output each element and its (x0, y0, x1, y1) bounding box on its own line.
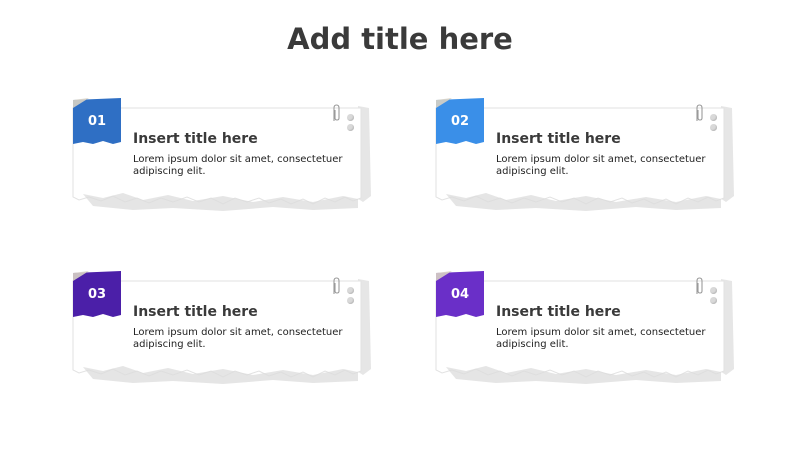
number-tab: 01 (73, 98, 123, 144)
card-number: 03 (87, 287, 107, 302)
card-text: Lorem ipsum dolor sit amet, consectetuer… (496, 154, 706, 177)
card-title: Insert title here (133, 131, 258, 147)
card-01: 01 Insert title here Lorem ipsum dolor s… (72, 98, 373, 218)
card-title: Insert title here (133, 304, 258, 320)
torn-paper (435, 106, 734, 211)
card-number: 01 (87, 114, 107, 129)
pin-icon (710, 287, 717, 294)
number-tab: 02 (436, 98, 486, 144)
paperclip-icon (696, 104, 703, 121)
number-tab: 03 (73, 271, 123, 317)
paperclip-icon (333, 104, 340, 121)
card-04: 04 Insert title here Lorem ipsum dolor s… (435, 271, 736, 391)
card-02: 02 Insert title here Lorem ipsum dolor s… (435, 98, 736, 218)
pin-icon (710, 124, 717, 131)
paperclip-icon (333, 277, 340, 294)
pin-icon (347, 124, 354, 131)
card-number: 02 (450, 114, 470, 129)
torn-paper (72, 279, 371, 384)
slide-title: Add title here (287, 22, 513, 56)
pin-icon (710, 114, 717, 121)
card-03: 03 Insert title here Lorem ipsum dolor s… (72, 271, 373, 391)
pin-icon (347, 287, 354, 294)
pin-icon (710, 297, 717, 304)
card-number: 04 (450, 287, 470, 302)
torn-paper (435, 279, 734, 384)
number-tab: 04 (436, 271, 486, 317)
card-text: Lorem ipsum dolor sit amet, consectetuer… (133, 154, 343, 177)
pin-icon (347, 297, 354, 304)
pin-icon (347, 114, 354, 121)
card-title: Insert title here (496, 131, 621, 147)
torn-paper (72, 106, 371, 211)
card-text: Lorem ipsum dolor sit amet, consectetuer… (496, 327, 706, 350)
paperclip-icon (696, 277, 703, 294)
card-text: Lorem ipsum dolor sit amet, consectetuer… (133, 327, 343, 350)
card-title: Insert title here (496, 304, 621, 320)
